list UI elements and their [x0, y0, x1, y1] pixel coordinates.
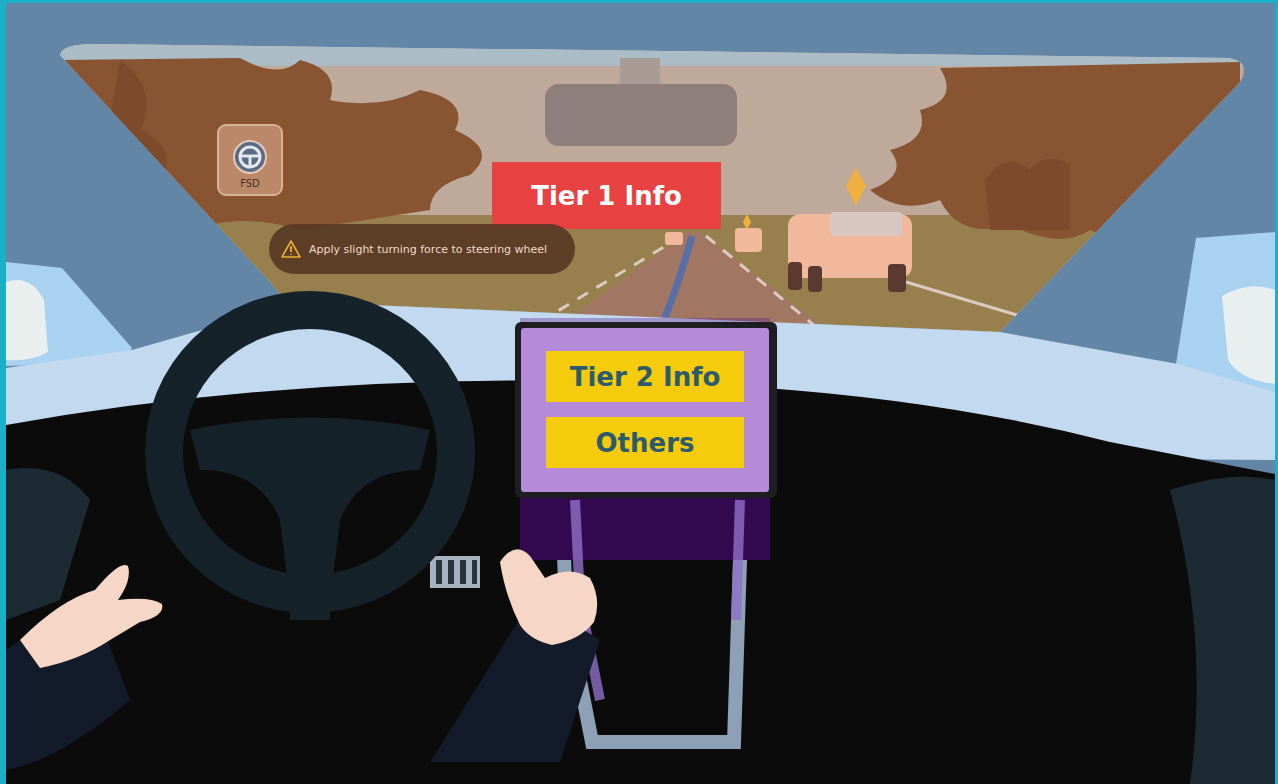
icon-spoke: [240, 156, 260, 167]
mirror-mount: [620, 58, 660, 88]
tier-label: Others: [596, 428, 695, 458]
warning-banner: Apply slight turning force to steering w…: [269, 224, 575, 274]
tier-label: Tier 2 Info: [570, 362, 721, 392]
car-wheel: [788, 262, 802, 290]
icon-label: FSD: [240, 178, 260, 189]
frame-border: [1275, 0, 1278, 784]
door-panel: [1170, 477, 1275, 784]
hud-tint: [60, 40, 1260, 340]
steering-icon: [232, 139, 268, 175]
icon-rim: [240, 147, 260, 167]
hand: [20, 565, 162, 668]
car-window: [830, 212, 902, 236]
dashboard: [6, 380, 1275, 784]
hand: [500, 549, 597, 645]
screen-bezel: [515, 322, 777, 498]
vent-frame: [430, 556, 480, 588]
warning-mark: [290, 246, 292, 255]
car-wheel: [808, 266, 822, 292]
side-mirror: [6, 280, 48, 360]
icon-disc: [234, 141, 266, 173]
steering-column: [290, 590, 330, 620]
tier-label-box: Tier 2 Info: [546, 351, 744, 402]
car: [735, 228, 762, 252]
vent-slat: [460, 560, 466, 584]
sleeve: [430, 617, 600, 762]
air-vent: [430, 556, 480, 588]
side-mirror: [1222, 286, 1275, 384]
tier-label-box: Tier 1 Info: [492, 162, 721, 229]
car-wheel: [888, 264, 906, 292]
steering-hub: [190, 418, 430, 601]
car-marker: [846, 168, 866, 206]
screen-highlight: [520, 498, 770, 560]
vent-slat: [448, 560, 454, 584]
warning-icon: [281, 240, 301, 258]
frame-border: [0, 0, 6, 784]
frame-border: [0, 0, 1278, 3]
rearview-mirror: [545, 84, 737, 146]
vent-slat: [472, 560, 477, 584]
car: [665, 232, 683, 245]
warning-text: Apply slight turning force to steering w…: [309, 243, 547, 256]
tier-label: Tier 1 Info: [531, 181, 682, 211]
tier-label-box: Others: [546, 417, 744, 468]
vent-slat: [436, 560, 442, 584]
car-marker: [743, 214, 751, 230]
windshield-view: [60, 40, 1260, 340]
warning-triangle: [282, 241, 300, 257]
center-screen: [521, 328, 769, 492]
screen-highlight: [520, 318, 770, 560]
fsd-icon: FSD: [217, 124, 283, 196]
side-window: [6, 262, 132, 366]
console-highlight: [736, 500, 740, 620]
